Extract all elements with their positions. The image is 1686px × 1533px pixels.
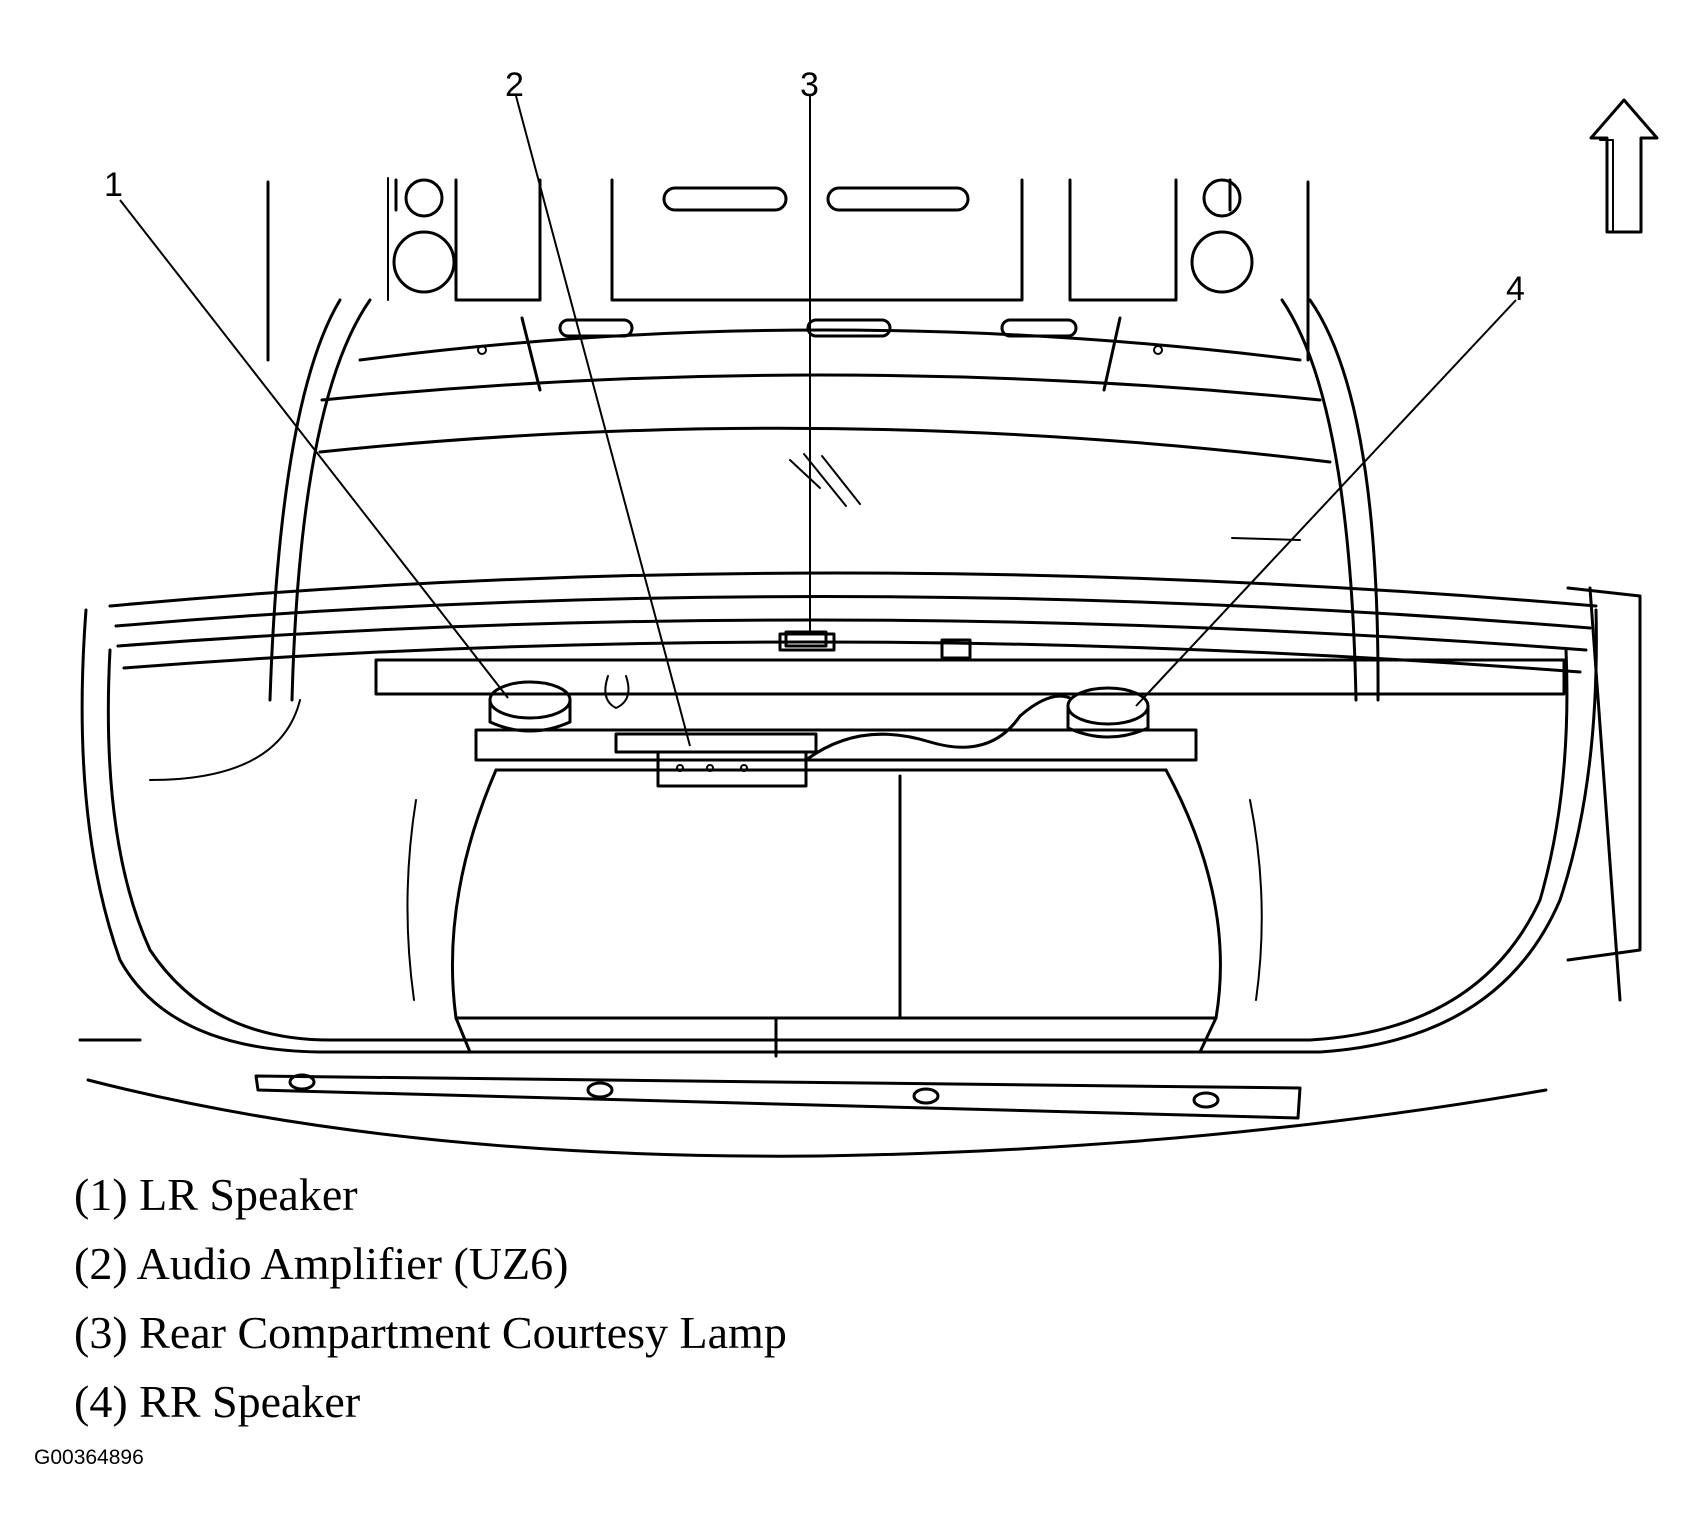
leader-line-2 <box>515 95 691 747</box>
rear-body-outline <box>78 586 1642 1158</box>
callout-number-2: 2 <box>505 66 524 104</box>
figure-id: G00364896 <box>34 1446 144 1469</box>
legend-item-courtesy-lamp: (3) Rear Compartment Courtesy Lamp <box>74 1307 787 1358</box>
callout-number-1: 1 <box>104 166 123 204</box>
rear-window <box>789 453 1301 541</box>
legend-item-rr-speaker: (4) RR Speaker <box>74 1376 361 1427</box>
deck-lid-hinges <box>149 177 1380 781</box>
deck-lid-outline <box>266 178 1332 464</box>
callout-number-3: 3 <box>800 66 819 104</box>
callout-number-4: 4 <box>1506 270 1525 308</box>
legend-item-audio-amplifier: (2) Audio Amplifier (UZ6) <box>74 1238 569 1289</box>
legend-item-lr-speaker: (1) LR Speaker <box>74 1169 358 1220</box>
leader-line-4 <box>1135 299 1517 707</box>
courtesy-lamp <box>784 630 828 648</box>
leader-lines <box>119 95 1517 747</box>
leader-line-1 <box>119 199 509 699</box>
trunk-floor <box>406 768 1263 1058</box>
package-shelf <box>108 571 1598 696</box>
callout-legend: (1) LR Speaker (2) Audio Amplifier (UZ6)… <box>74 1160 787 1436</box>
up-arrow-icon <box>1589 98 1659 234</box>
